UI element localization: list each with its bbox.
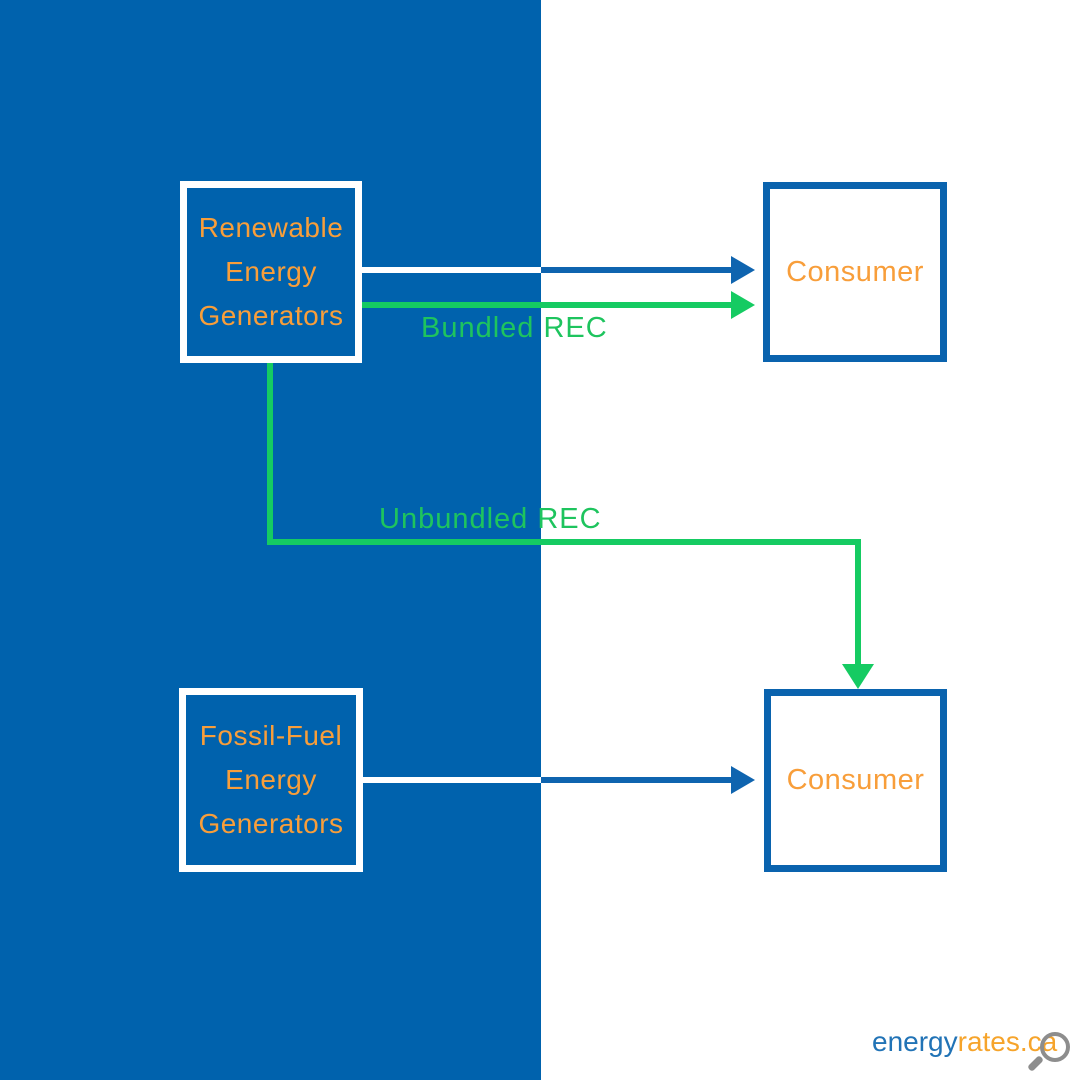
- renewable-label-line1: Renewable: [198, 212, 344, 243]
- consumer-box-bottom: Consumer: [764, 689, 947, 872]
- electricity-arrow-bottom-arrowhead-icon: [731, 766, 755, 794]
- consumer-top-label: Consumer: [786, 255, 924, 288]
- consumer-bottom-label: Consumer: [786, 764, 925, 796]
- renewable-generators-box: Renewable Energy Generators: [180, 181, 362, 363]
- fossil-label-line2: Energy: [225, 764, 317, 795]
- logo-energy-text: energy: [872, 1026, 958, 1057]
- magnifier-icon: [1040, 1032, 1070, 1062]
- unbundled-rec-vertical-segment-right: [855, 539, 861, 665]
- bundled-rec-arrowhead-icon: [731, 291, 755, 319]
- bundled-rec-label: Bundled REC: [421, 312, 608, 344]
- fossil-label-line3: Generators: [198, 808, 344, 839]
- unbundled-rec-label: Unbundled REC: [379, 503, 602, 535]
- renewable-label-line3: Generators: [198, 300, 344, 331]
- unbundled-rec-horizontal-segment: [267, 539, 861, 545]
- fossil-label-line1: Fossil-Fuel: [199, 720, 343, 751]
- renewable-label-line2: Energy: [225, 256, 317, 287]
- electricity-arrow-top-blue-segment: [541, 267, 731, 273]
- unbundled-rec-vertical-segment-left: [267, 363, 273, 545]
- consumer-box-top: Consumer: [763, 182, 947, 362]
- electricity-arrow-bottom-blue-segment: [541, 777, 731, 783]
- electricity-arrow-top-arrowhead-icon: [731, 256, 755, 284]
- fossil-generators-box: Fossil-Fuel Energy Generators: [179, 688, 363, 872]
- unbundled-rec-arrowhead-icon: [842, 664, 874, 689]
- bundled-rec-arrow-line: [362, 302, 731, 308]
- electricity-arrow-bottom-white-segment: [362, 777, 541, 783]
- electricity-arrow-top-white-segment: [362, 267, 541, 273]
- energyrates-logo: energyrates.ca: [872, 1026, 1057, 1058]
